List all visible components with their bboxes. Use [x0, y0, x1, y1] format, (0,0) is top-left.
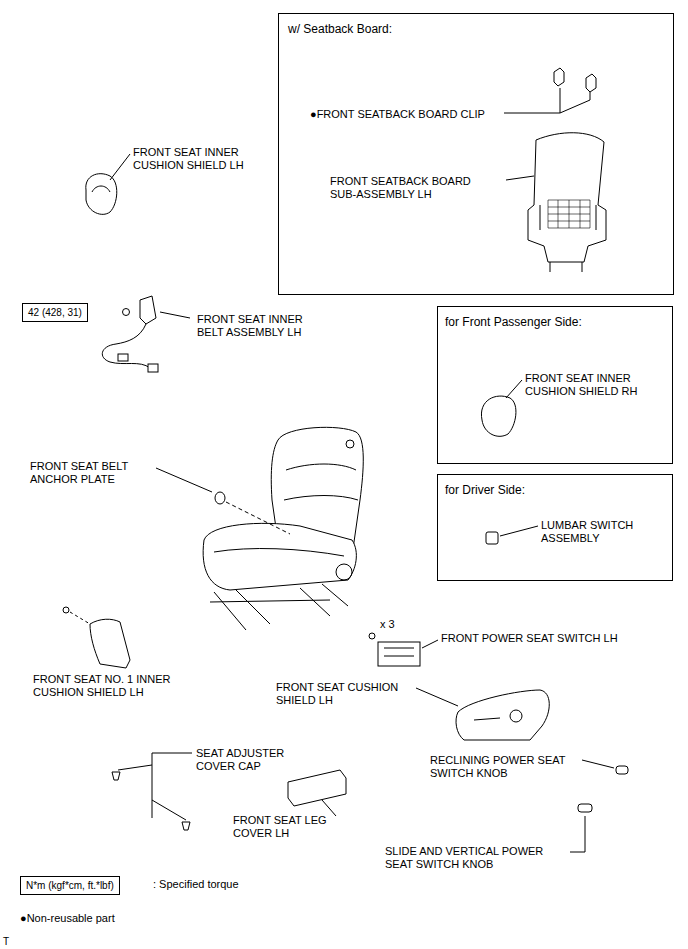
leader-line [160, 312, 190, 318]
seat-seam [284, 464, 358, 500]
part-name: FRONT SEAT INNER BELT ASSEMBLY LH [197, 313, 322, 339]
seat-rail [210, 584, 348, 630]
leader-line [506, 176, 534, 180]
part-name: FRONT SEAT INNER CUSHION SHIELD LH [133, 146, 258, 172]
variant-panel: for Front Passenger Side: FRONT SEAT INNE… [437, 306, 673, 464]
part-name: FRONT SEAT CUSHION SHIELD LH [276, 681, 411, 707]
part-name: x 3 [380, 618, 420, 631]
variant-panel: w/ Seatback Board: ●FRONT SEATBACK BOARD … [278, 13, 674, 295]
part-name: ●FRONT SEATBACK BOARD CLIP [310, 108, 510, 121]
leader-line [110, 154, 130, 180]
panel-heading: for Driver Side: [445, 484, 645, 497]
screw [63, 607, 69, 613]
wire [102, 324, 150, 368]
board-clip [586, 74, 596, 92]
torque-box: N*m (kgf*cm, ft.*lbf) [20, 876, 120, 895]
connector [148, 364, 158, 372]
panel-heading: w/ Seatback Board: [288, 23, 488, 36]
leader-line [506, 380, 522, 398]
part-name: FRONT SEAT INNER CUSHION SHIELD RH [525, 372, 655, 398]
part-name: SEAT ADJUSTER COVER CAP [196, 747, 306, 773]
screw [369, 633, 375, 639]
leader-line [570, 816, 585, 852]
buckle [140, 296, 156, 324]
leader-line [156, 468, 212, 492]
variant-panel: for Driver Side: LUMBAR SWITCH ASSEMBLY [437, 474, 673, 581]
leader-line [416, 688, 458, 706]
part-name: FRONT SEAT LEG COVER LH [233, 814, 338, 840]
assembly-line [226, 502, 290, 534]
part-name: RECLINING POWER SEAT SWITCH KNOB [430, 754, 580, 780]
leg-cover [288, 770, 346, 806]
anchor-plate [215, 492, 225, 504]
panel-heading: 42 (428, 31) [28, 306, 82, 319]
leader-line [582, 760, 614, 768]
part-name: FRONT POWER SEAT SWITCH LH [441, 632, 671, 645]
headrest-guide [346, 440, 354, 448]
part-name: FRONT SEATBACK BOARD SUB-ASSEMBLY LH [330, 175, 500, 201]
leader-line [504, 88, 590, 113]
seat-seam [214, 549, 344, 556]
cover-cap [112, 772, 120, 780]
leader-line [422, 640, 438, 648]
connector [118, 354, 128, 361]
lumbar-switch [486, 532, 498, 544]
part-name: FRONT SEAT NO. 1 INNER CUSHION SHIELD LH [33, 673, 203, 699]
cushion-shield [456, 690, 549, 740]
assembly-line [70, 612, 90, 624]
cushion-shield [86, 174, 117, 215]
leader-line [322, 800, 336, 816]
note-text: ●Non-reusable part [20, 912, 180, 925]
torque-box: 42 (428, 31) [22, 303, 88, 322]
seatback-board [528, 133, 606, 262]
shield-detail [92, 186, 110, 192]
switch-detail [384, 648, 414, 656]
panel-heading: N*m (kgf*cm, ft.*lbf) [26, 879, 114, 892]
part-name: FRONT SEAT BELT ANCHOR PLATE [30, 460, 150, 486]
switch-hole [510, 710, 522, 722]
leader-line [500, 526, 538, 536]
bolt [123, 309, 130, 316]
panel-heading: for Front Passenger Side: [445, 316, 645, 329]
recline-knob [616, 766, 628, 774]
slide-knob [578, 804, 592, 812]
switch-hole [474, 718, 500, 720]
board-detail [540, 205, 596, 272]
recliner [336, 564, 352, 580]
leader-line [118, 753, 192, 820]
board-clip [554, 68, 564, 86]
part-name: LUMBAR SWITCH ASSEMBLY [541, 519, 646, 545]
board-grid [548, 200, 590, 228]
power-seat-switch [378, 642, 420, 666]
cover-cap [182, 822, 190, 830]
note-text: T [3, 935, 23, 948]
cushion-shield [481, 396, 515, 436]
seat-cushion [203, 523, 356, 590]
note-text: : Specified torque [153, 878, 303, 891]
part-name: SLIDE AND VERTICAL POWER SEAT SWITCH KNO… [385, 845, 570, 871]
inner-cushion-shield [90, 619, 130, 668]
